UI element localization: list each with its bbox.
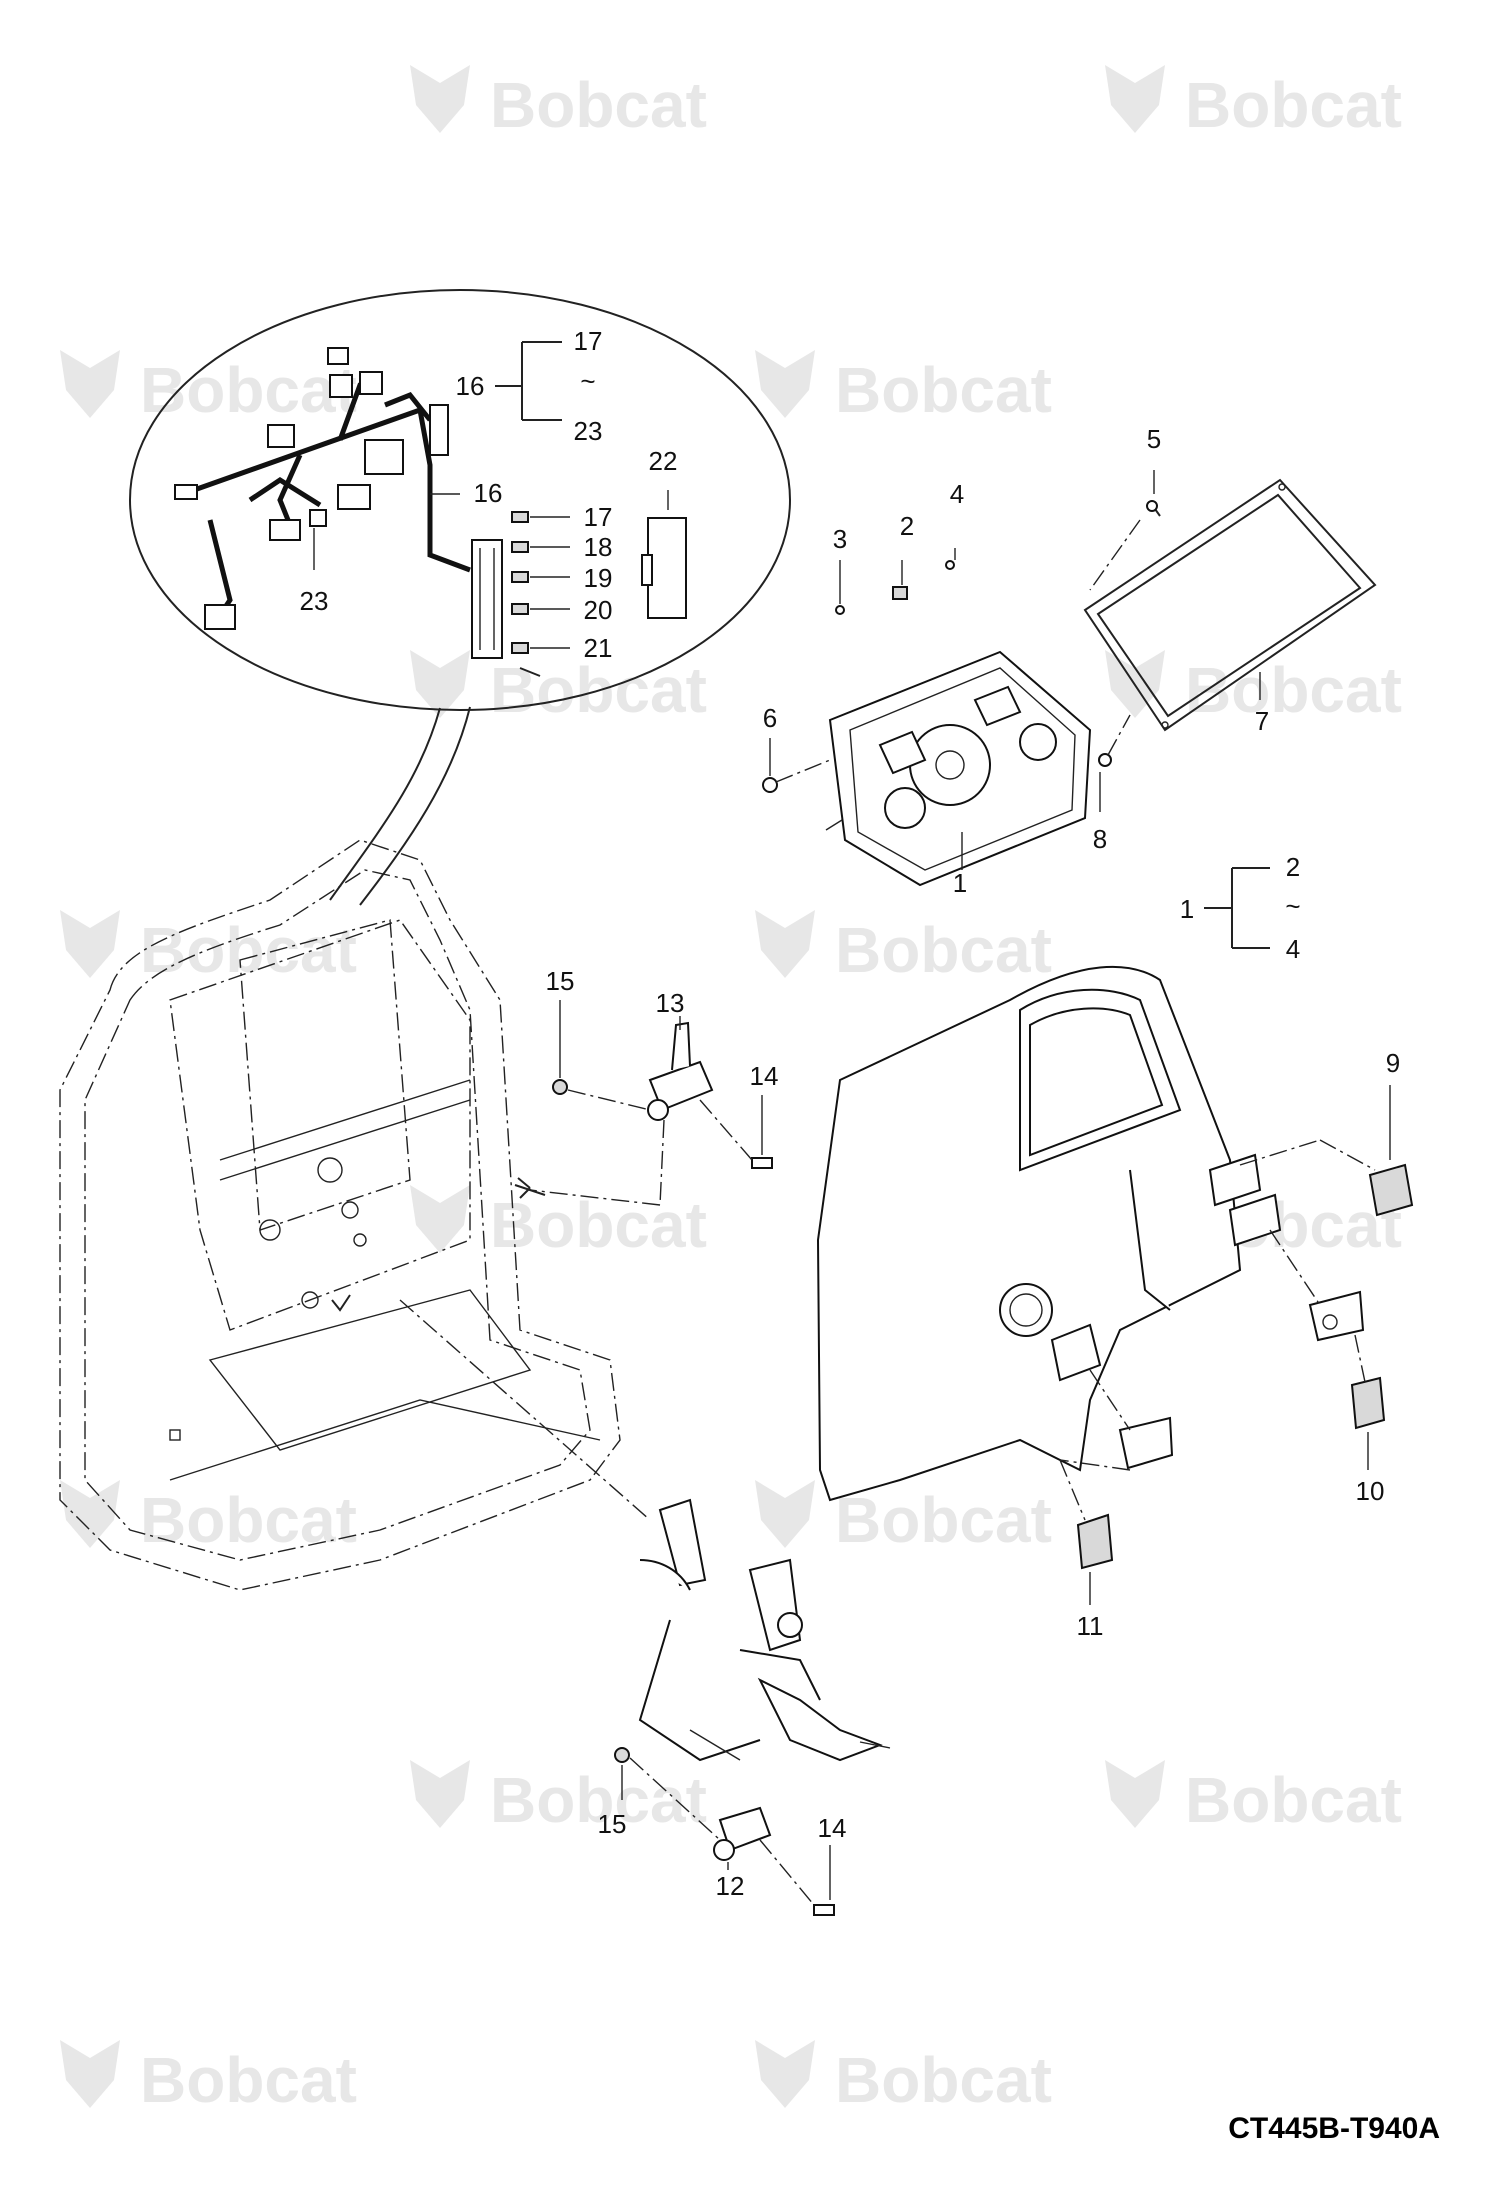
watermark-logo-icon [60, 1480, 120, 1548]
watermark: Bobcat [410, 65, 707, 141]
callout-5: 5 [1147, 424, 1161, 454]
callout-23a: 23 [574, 416, 603, 446]
watermark-logo-icon [410, 65, 470, 133]
harness-detail-bubble [129, 289, 791, 906]
watermark: Bobcat [410, 1760, 707, 1836]
watermark-text: Bobcat [490, 1764, 707, 1836]
callout-1: 1 [953, 868, 967, 898]
watermark: Bobcat [60, 350, 357, 426]
callout-13: 13 [656, 988, 685, 1018]
callout-15a: 15 [546, 966, 575, 996]
watermark: Bobcat [755, 910, 1052, 986]
watermark-text: Bobcat [1185, 1764, 1402, 1836]
watermark: Bobcat [60, 910, 357, 986]
callout-3: 3 [833, 524, 847, 554]
watermark-text: Bobcat [490, 69, 707, 141]
watermark-text: Bobcat [140, 914, 357, 986]
dash-cover [816, 965, 1414, 1605]
watermark-logo-icon [755, 350, 815, 418]
watermark: Bobcat [755, 350, 1052, 426]
seat-frame [59, 839, 621, 1591]
watermark-text: Bobcat [835, 2044, 1052, 2116]
cluster-fasteners [762, 470, 1261, 870]
callout-7: 7 [1255, 706, 1269, 736]
watermark-logo-icon [755, 1480, 815, 1548]
brake-switch-13 [529, 1000, 773, 1206]
callout-12: 12 [716, 1871, 745, 1901]
callout-22: 22 [649, 446, 678, 476]
callout-9: 9 [1386, 1048, 1400, 1078]
callout-2: 2 [900, 511, 914, 541]
callout-17b: 17 [584, 502, 613, 532]
watermark-logo-icon [60, 910, 120, 978]
watermark-text: Bobcat [835, 1484, 1052, 1556]
watermark-text: Bobcat [1185, 654, 1402, 726]
callout-2-bracket: 2 [1286, 852, 1300, 882]
instrument-cluster [825, 650, 1092, 887]
watermark-logo-icon [410, 1185, 470, 1253]
callout-11: 11 [1077, 1611, 1104, 1641]
watermark: Bobcat [60, 1480, 357, 1556]
watermark-logo-icon [1105, 65, 1165, 133]
callout-14b: 14 [818, 1813, 847, 1843]
callout-17a: 17 [574, 326, 603, 356]
callout-8: 8 [1093, 824, 1107, 854]
watermark-text: Bobcat [1185, 69, 1402, 141]
callout-4: 4 [950, 479, 964, 509]
watermark-logo-icon [755, 2040, 815, 2108]
watermark-text: Bobcat [140, 1484, 357, 1556]
watermark: Bobcat [755, 2040, 1052, 2116]
cluster-bracket [1204, 867, 1270, 949]
watermark-logo-icon [410, 1760, 470, 1828]
callout-23b: 23 [300, 586, 329, 616]
callout-sep-a: ~ [580, 366, 595, 396]
watermark: Bobcat [755, 1480, 1052, 1556]
watermark-text: Bobcat [140, 354, 357, 426]
pedal-assembly [399, 1299, 891, 1916]
callout-21: 21 [584, 633, 613, 663]
watermark-text: Bobcat [835, 354, 1052, 426]
callout-19: 19 [584, 563, 613, 593]
callout-sep-b: ~ [1285, 891, 1300, 921]
watermark: Bobcat [1105, 1760, 1402, 1836]
callout-6: 6 [763, 703, 777, 733]
watermark-text: Bobcat [140, 2044, 357, 2116]
watermark-text: Bobcat [835, 914, 1052, 986]
watermark-logo-icon [410, 650, 470, 718]
callout-18: 18 [584, 532, 613, 562]
callout-20: 20 [584, 595, 613, 625]
callout-16a: 16 [456, 371, 485, 401]
cluster-bezel [1083, 478, 1377, 732]
callout-4-bracket: 4 [1286, 934, 1300, 964]
callout-labels: 1 2 3 4 5 6 7 8 9 10 11 12 13 14 14 15 1… [300, 326, 1401, 1901]
watermark-logo-icon [1105, 1760, 1165, 1828]
callout-1-bracket: 1 [1180, 894, 1194, 924]
callout-16b: 16 [474, 478, 503, 508]
watermark-logo-icon [755, 910, 815, 978]
watermark: Bobcat [60, 2040, 357, 2116]
watermark-text: Bobcat [490, 1189, 707, 1261]
callout-14a: 14 [750, 1061, 779, 1091]
drawing-code: CT445B-T940A [1228, 2112, 1440, 2145]
watermark: Bobcat [1105, 65, 1402, 141]
watermark: Bobcat [410, 650, 707, 726]
callout-10: 10 [1356, 1476, 1385, 1506]
watermark: Bobcat [410, 1185, 707, 1261]
callout-15b: 15 [598, 1809, 627, 1839]
watermark-logo-icon [60, 2040, 120, 2108]
watermark-logo-icon [60, 350, 120, 418]
